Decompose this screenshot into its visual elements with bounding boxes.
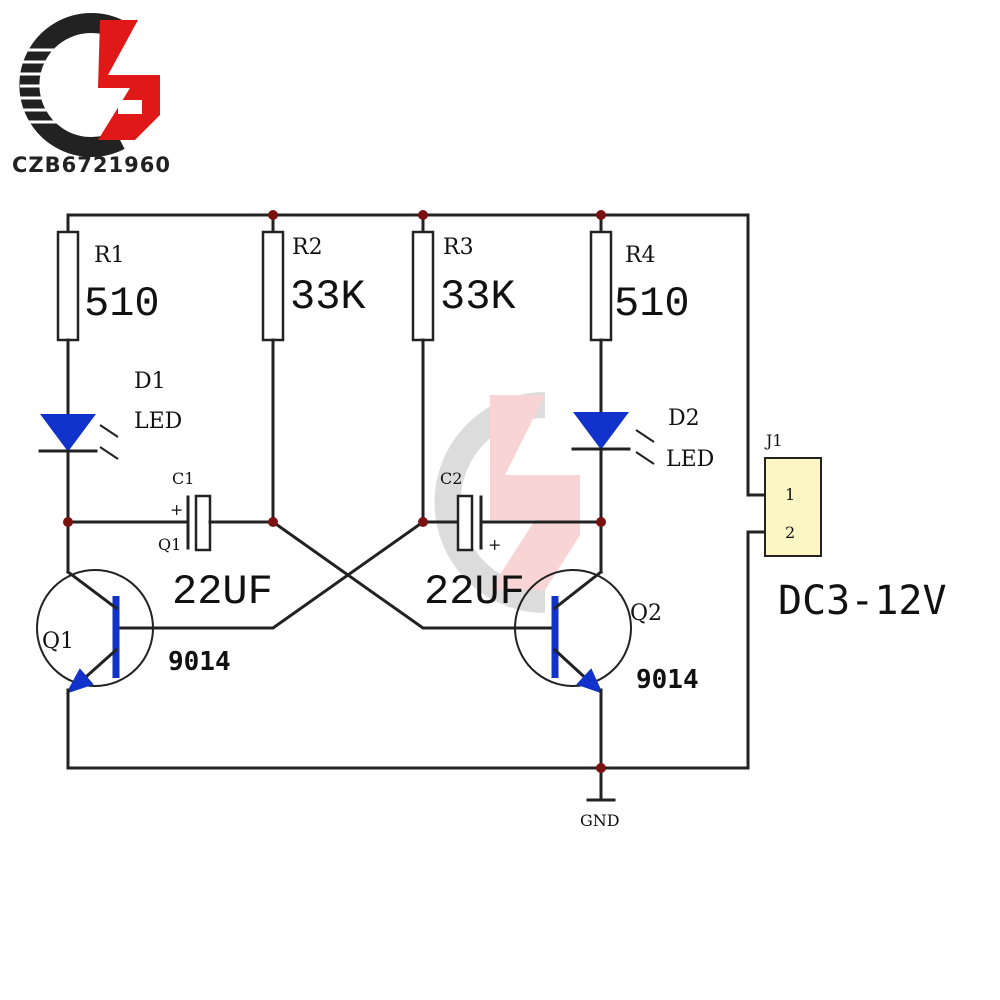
junction-dot bbox=[596, 517, 606, 527]
r3-value: 33K bbox=[440, 273, 516, 321]
junction-dot bbox=[268, 210, 278, 220]
junction-dot bbox=[596, 210, 606, 220]
gnd-label: GND bbox=[580, 811, 620, 830]
c1-plus: + bbox=[170, 500, 183, 519]
transistor-q1 bbox=[36, 569, 154, 687]
d1-type: LED bbox=[134, 409, 182, 434]
q1-collector bbox=[65, 569, 119, 611]
brand-logo bbox=[19, 13, 160, 157]
led-d2-icon bbox=[573, 412, 629, 450]
q2-part: 9014 bbox=[636, 665, 699, 695]
r2-ref: R2 bbox=[292, 235, 323, 260]
c2-ref: C2 bbox=[440, 469, 462, 488]
brand-text: CZB6721960 bbox=[12, 153, 171, 177]
cross-wire-r3-q1 bbox=[114, 519, 426, 630]
j1-ref: J1 bbox=[764, 431, 783, 450]
cross-wire-r2-q2 bbox=[270, 519, 557, 630]
junction-dot bbox=[63, 517, 73, 527]
c1-value: 22UF bbox=[172, 568, 273, 616]
r4-ref: R4 bbox=[625, 243, 656, 268]
j1-pin-1: 1 bbox=[785, 485, 795, 504]
connector-j1 bbox=[764, 457, 822, 557]
r3-ref: R3 bbox=[443, 235, 474, 260]
resistor-r2 bbox=[261, 230, 285, 342]
d2-type: LED bbox=[666, 447, 714, 472]
r1-value: 510 bbox=[84, 280, 160, 328]
c2-plate-left bbox=[456, 494, 474, 552]
watermark-logo bbox=[434, 392, 580, 613]
q1-ref: Q1 bbox=[42, 629, 74, 654]
resistor-r4 bbox=[589, 230, 613, 342]
r1-ref: R1 bbox=[94, 243, 125, 268]
light-arrows-d2-icon bbox=[635, 429, 655, 465]
c1-tag: Q1 bbox=[158, 535, 181, 554]
transistor-q2 bbox=[514, 569, 632, 687]
d2-ref: D2 bbox=[668, 406, 700, 431]
c2-plus: + bbox=[488, 535, 501, 554]
resistor-r1 bbox=[56, 230, 80, 342]
led-d1-icon bbox=[40, 414, 96, 452]
junction-dot bbox=[268, 517, 278, 527]
d1-ref: D1 bbox=[134, 369, 166, 394]
resistor-r3 bbox=[411, 230, 435, 342]
q1-emitter-arrow-icon bbox=[65, 668, 94, 694]
light-arrows-d1-icon bbox=[99, 424, 119, 460]
junction-dot bbox=[596, 763, 606, 773]
junction-dots bbox=[63, 210, 606, 773]
q2-collector bbox=[552, 569, 604, 611]
c2-value: 22UF bbox=[424, 568, 525, 616]
c1-plate-right bbox=[194, 494, 212, 552]
supply-label: DC3-12V bbox=[778, 578, 947, 624]
r4-value: 510 bbox=[614, 280, 690, 328]
q2-emitter-arrow-icon bbox=[576, 668, 603, 694]
junction-dot bbox=[418, 517, 428, 527]
r2-value: 33K bbox=[290, 273, 366, 321]
junction-dot bbox=[418, 210, 428, 220]
q1-part: 9014 bbox=[168, 647, 231, 677]
c1-ref: C1 bbox=[172, 469, 194, 488]
j1-pin-2: 2 bbox=[785, 523, 795, 542]
q2-ref: Q2 bbox=[630, 601, 662, 626]
